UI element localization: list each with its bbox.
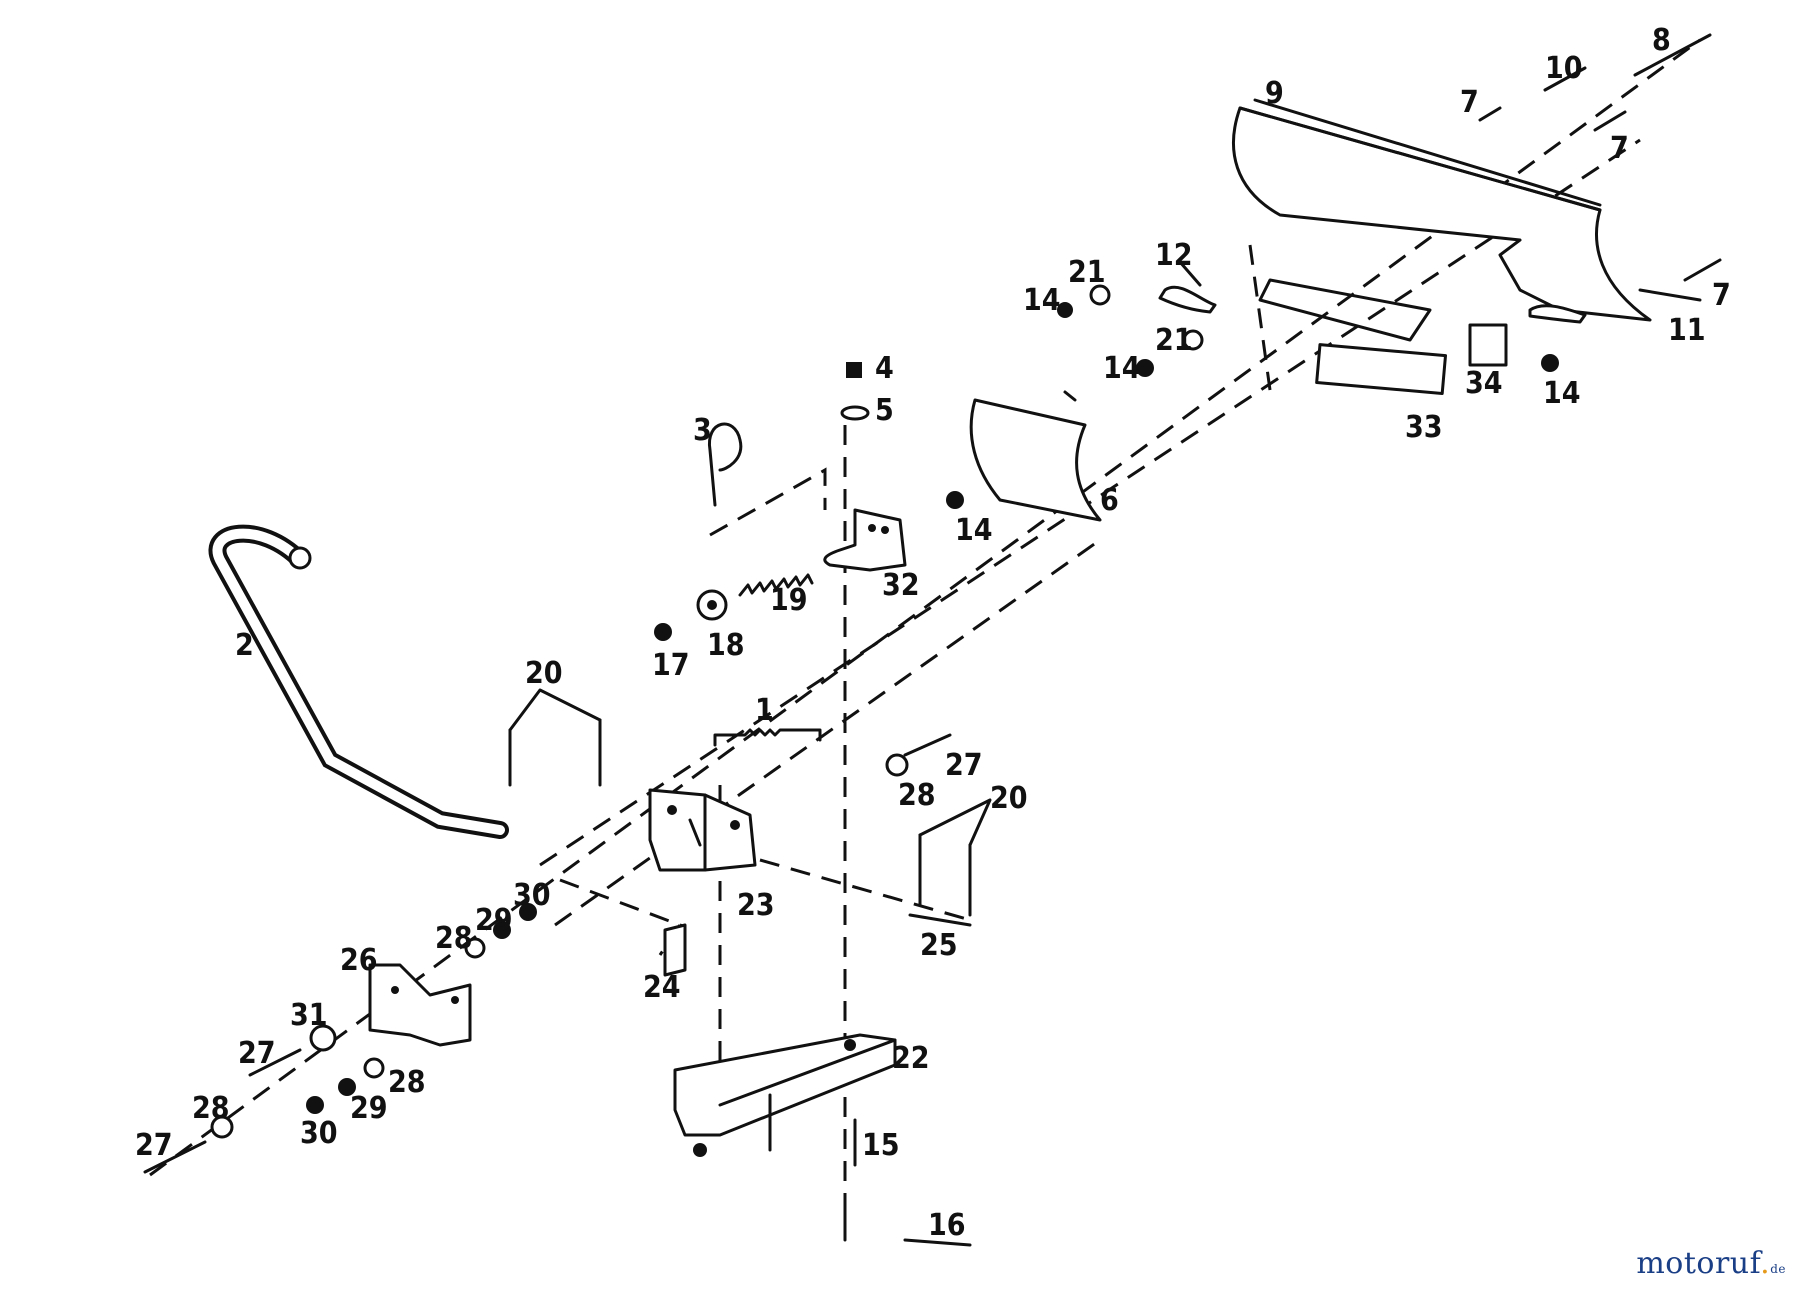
label-part-29a: 29 (350, 1091, 388, 1126)
plate-part-33 (1315, 343, 1447, 396)
bracket-part-26 (368, 963, 472, 1047)
label-part-14a: 14 (1023, 283, 1061, 318)
frame-part-22 (673, 1033, 897, 1152)
label-part-9: 9 (1265, 76, 1284, 111)
label-part-3: 3 (693, 413, 712, 448)
label-part-25: 25 (920, 928, 958, 963)
spring-part-1 (713, 728, 822, 747)
label-part-20b: 20 (990, 781, 1028, 816)
bar-part-25 (908, 913, 972, 927)
label-part-15: 15 (862, 1128, 900, 1163)
label-part-18: 18 (707, 628, 745, 663)
label-part-7c: 7 (1712, 278, 1731, 313)
spring-part-19 (738, 573, 814, 597)
label-part-16: 16 (928, 1208, 966, 1243)
studs-part-20 (508, 688, 992, 917)
label-part-11: 11 (1668, 313, 1706, 348)
label-part-21b: 21 (1155, 323, 1193, 358)
plate-part-34 (1468, 323, 1508, 367)
label-part-12: 12 (1155, 238, 1193, 273)
bolts (143, 33, 1722, 1247)
label-part-19: 19 (770, 583, 808, 618)
label-part-27a: 27 (135, 1128, 173, 1163)
bracket-part-32 (823, 508, 907, 572)
label-part-10: 10 (1545, 51, 1583, 86)
label-part-14c: 14 (955, 513, 993, 548)
pin-part-3 (707, 422, 743, 507)
label-part-7a: 7 (1460, 85, 1479, 120)
handle-part-2 (208, 524, 509, 839)
label-part-7b: 7 (1610, 131, 1629, 166)
fasteners (210, 284, 1559, 1157)
label-part-24: 24 (643, 970, 681, 1005)
label-part-32: 32 (882, 568, 920, 603)
label-part-33: 33 (1405, 410, 1443, 445)
label-part-26: 26 (340, 943, 378, 978)
label-part-14d: 14 (1543, 376, 1581, 411)
label-part-28d: 28 (898, 778, 936, 813)
label-part-23: 23 (737, 888, 775, 923)
label-part-2: 2 (235, 628, 254, 663)
label-part-34: 34 (1465, 366, 1503, 401)
pivot-bracket-part-23 (648, 788, 757, 872)
label-part-17: 17 (652, 648, 690, 683)
skid-right (1528, 304, 1587, 324)
label-part-6: 6 (1100, 483, 1119, 518)
label-part-28c: 28 (435, 921, 473, 956)
skid-part-12 (1158, 285, 1217, 314)
label-part-30b: 30 (513, 878, 551, 913)
shield-part-6 (969, 390, 1102, 522)
watermark-logo: motoruf.de (1636, 1246, 1786, 1281)
label-part-20a: 20 (525, 656, 563, 691)
watermark-tld: de (1770, 1262, 1786, 1276)
clip-part-24 (663, 923, 687, 977)
label-part-22: 22 (892, 1041, 930, 1076)
label-part-14b: 14 (1103, 351, 1141, 386)
label-part-8: 8 (1652, 23, 1671, 58)
label-part-28b: 28 (388, 1065, 426, 1100)
part-labels: 1 2 3 4 5 6 7 7 7 8 9 10 11 12 14 14 14 … (135, 23, 1731, 1243)
watermark-dot: . (1760, 1246, 1771, 1281)
label-part-28a: 28 (192, 1091, 230, 1126)
label-part-21a: 21 (1068, 255, 1106, 290)
label-part-27b: 27 (238, 1036, 276, 1071)
label-part-31: 31 (290, 998, 328, 1033)
label-part-4: 4 (875, 351, 894, 386)
label-part-5: 5 (875, 393, 894, 428)
label-part-1: 1 (755, 693, 774, 728)
blade-part-9 (1232, 98, 1702, 342)
label-part-27c: 27 (945, 748, 983, 783)
watermark-main: motoruf (1636, 1246, 1761, 1281)
label-part-29b: 29 (475, 903, 513, 938)
label-part-30a: 30 (300, 1116, 338, 1151)
